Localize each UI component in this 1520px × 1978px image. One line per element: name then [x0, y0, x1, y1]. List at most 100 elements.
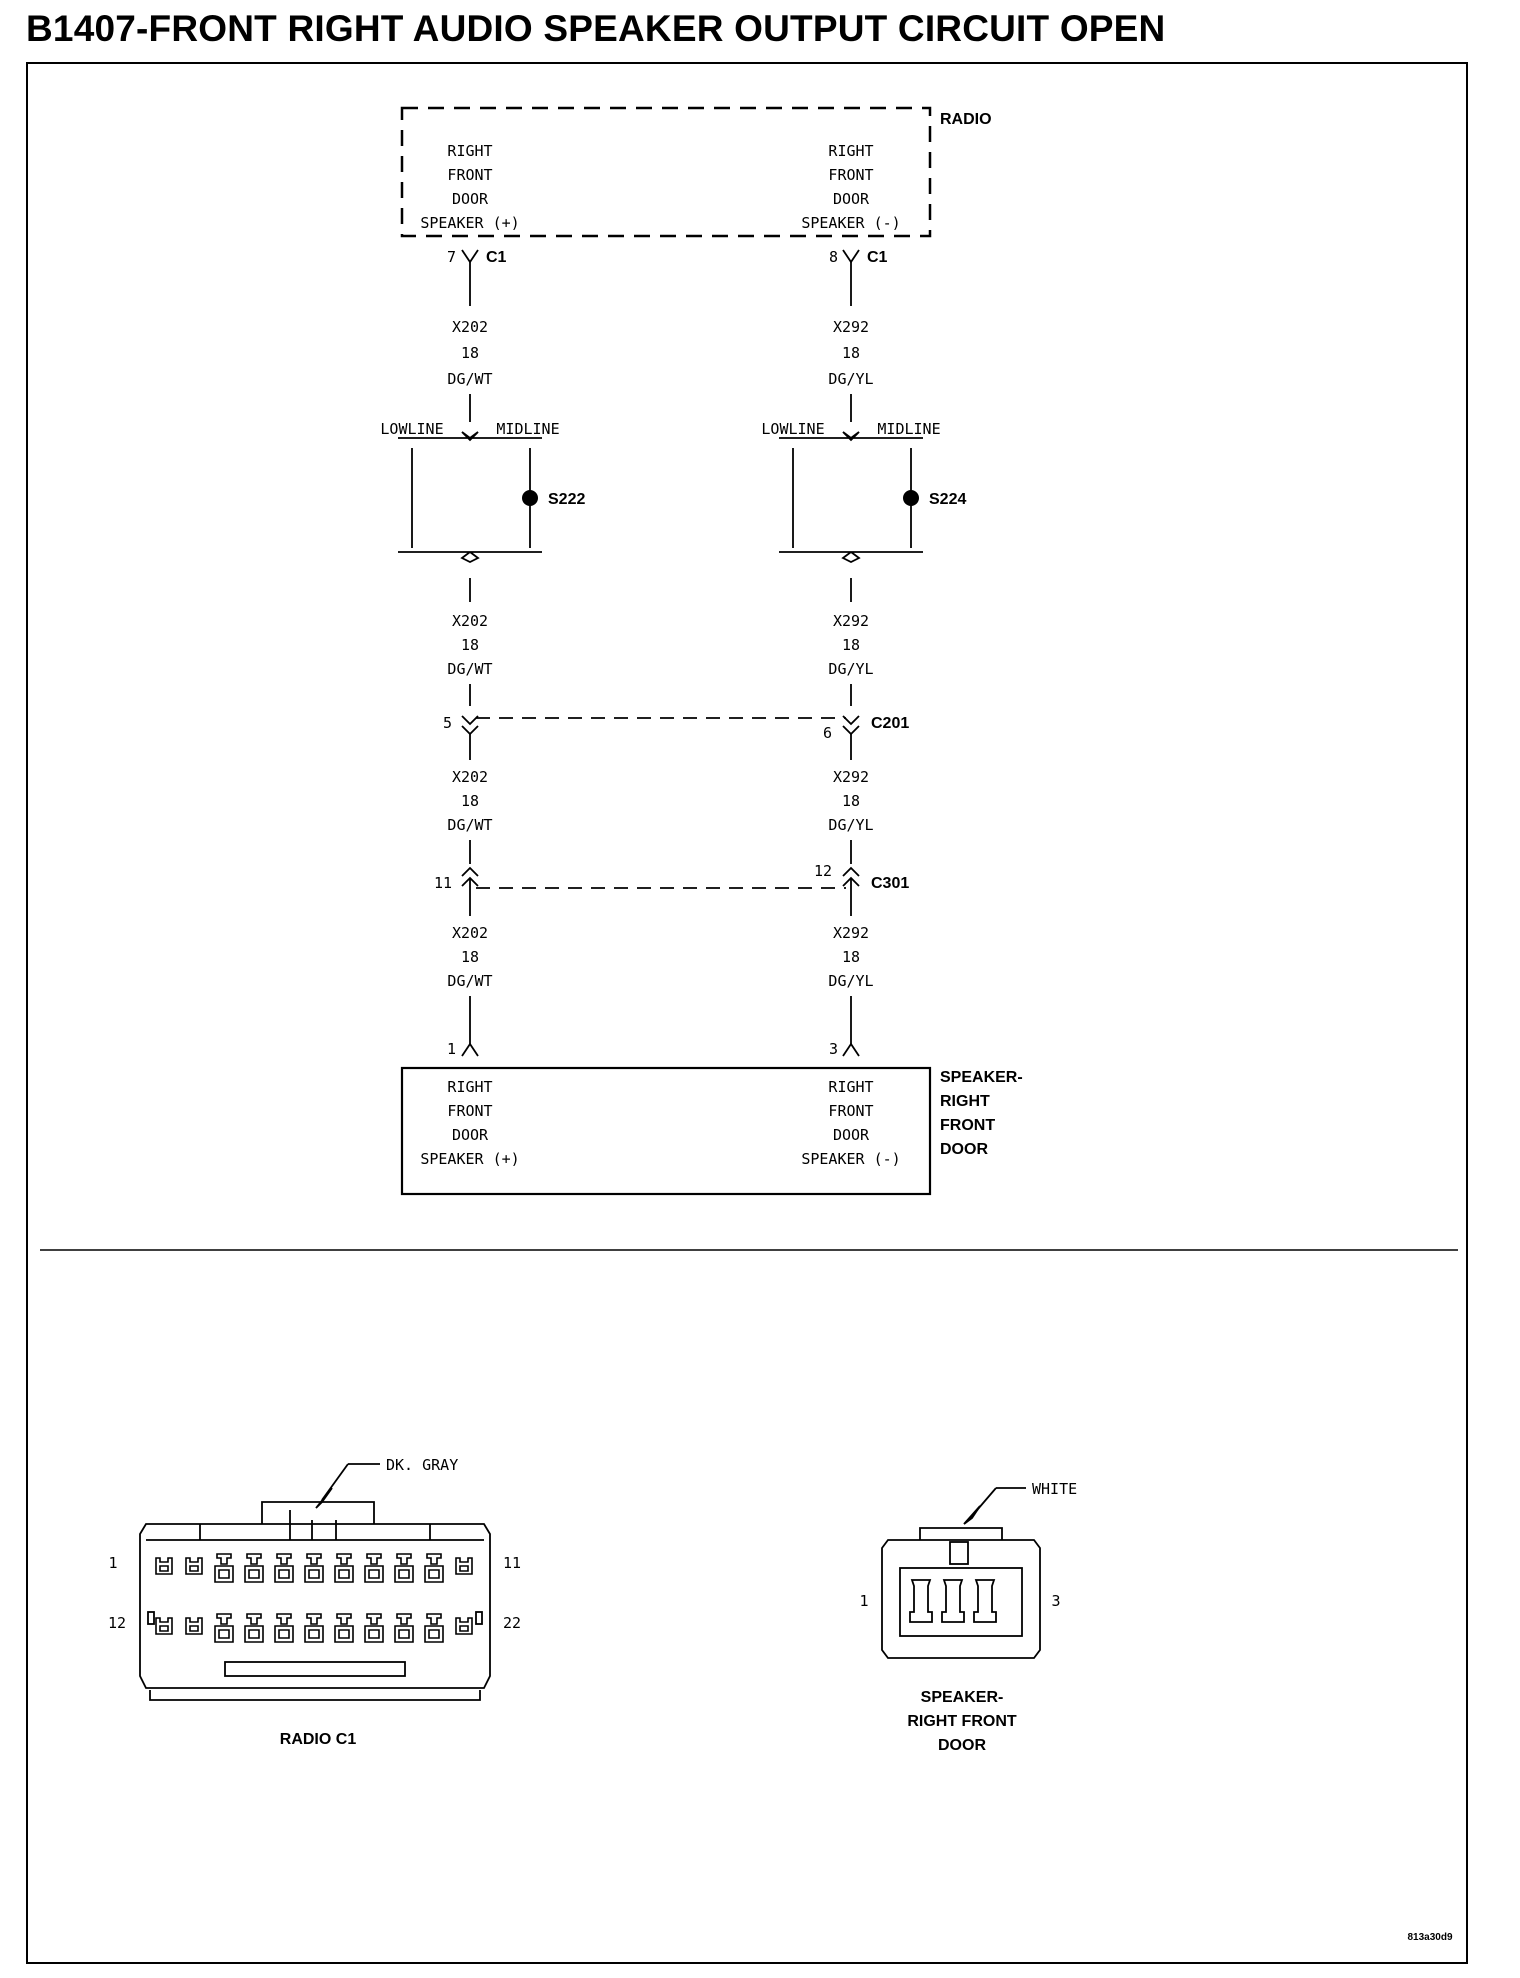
speaker-right-label-4: SPEAKER (-)	[801, 1150, 900, 1168]
speaker-left-label-2: FRONT	[447, 1102, 492, 1120]
speaker-right-label-2: FRONT	[828, 1102, 873, 1120]
splice-dot-s222	[522, 490, 538, 506]
diagram-frame	[26, 62, 1468, 1964]
radio-c1-cavity-11	[455, 1557, 473, 1575]
radio-c1-cavity-9	[394, 1553, 414, 1583]
right-c301-pin: 12	[814, 862, 832, 880]
radio-left-label-1: RIGHT	[447, 142, 492, 160]
right-speaker-pin: 3	[829, 1040, 838, 1058]
left-c1-connector: C1	[486, 249, 507, 266]
radio-c1-cavity-22	[455, 1617, 473, 1635]
left-wire-2-circuit: X202	[452, 612, 488, 630]
speaker-connector-view	[881, 1487, 1041, 1659]
radio-c1-cavity-6	[304, 1553, 324, 1583]
right-lowline-label: LOWLINE	[761, 420, 824, 438]
speaker-right-label-1: RIGHT	[828, 1078, 873, 1096]
left-wire-4-gauge: 18	[461, 948, 479, 966]
radio-right-label-1: RIGHT	[828, 142, 873, 160]
radio-c1-cavity-5	[274, 1553, 294, 1583]
radio-right-label-2: FRONT	[828, 166, 873, 184]
radio-c1-cavity-15	[244, 1613, 264, 1643]
right-midline-label: MIDLINE	[877, 420, 940, 438]
splice-label-s222: S222	[548, 491, 585, 508]
right-wire-1-circuit: X292	[833, 318, 869, 336]
radio-c1-cavity-8	[364, 1553, 384, 1583]
left-c201-pin: 5	[443, 714, 452, 732]
radio-left-label-4: SPEAKER (+)	[420, 214, 519, 232]
speaker-conn-caption-1: SPEAKER-	[921, 1689, 1004, 1706]
page-title: B1407-FRONT RIGHT AUDIO SPEAKER OUTPUT C…	[26, 8, 1166, 49]
radio-c1-pin-1: 1	[108, 1554, 117, 1572]
left-lowline-label: LOWLINE	[380, 420, 443, 438]
right-c201-pin: 6	[823, 724, 832, 742]
right-wire-1-color: DG/YL	[828, 370, 873, 388]
radio-right-label-4: SPEAKER (-)	[801, 214, 900, 232]
speaker-left-label-1: RIGHT	[447, 1078, 492, 1096]
right-wire-3-color: DG/YL	[828, 816, 873, 834]
left-c301-pin: 11	[434, 874, 452, 892]
left-wire-2-color: DG/WT	[447, 660, 492, 678]
radio-c1-pin-11: 11	[503, 1554, 521, 1572]
radio-right-label-3: DOOR	[833, 190, 870, 208]
left-c1-pin: 7	[447, 248, 456, 266]
radio-c1-cavity-10	[424, 1553, 444, 1583]
radio-c1-cavity-18	[334, 1613, 354, 1643]
radio-c1-cavity-7	[334, 1553, 354, 1583]
right-wire-4-color: DG/YL	[828, 972, 873, 990]
radio-c1-caption: RADIO C1	[280, 1731, 357, 1748]
left-wire-1-circuit: X202	[452, 318, 488, 336]
right-c1-connector: C1	[867, 249, 888, 266]
right-wire-3-circuit: X292	[833, 768, 869, 786]
radio-c1-connector-view	[139, 1463, 491, 1701]
radio-box	[400, 106, 932, 238]
radio-c1-color-label: DK. GRAY	[386, 1456, 458, 1474]
radio-c1-cavity-21	[424, 1613, 444, 1643]
speaker-conn-pin-1: 1	[859, 1592, 868, 1610]
right-c1-pin: 8	[829, 248, 838, 266]
radio-c1-cavities	[155, 1553, 473, 1643]
speaker-conn-color-label: WHITE	[1032, 1480, 1077, 1498]
right-circuit	[779, 249, 923, 1057]
speaker-right-label-3: DOOR	[833, 1126, 870, 1144]
left-wire-1-gauge: 18	[461, 344, 479, 362]
radio-c1-cavity-16	[274, 1613, 294, 1643]
radio-c1-cavity-17	[304, 1613, 324, 1643]
speaker-left-label-3: DOOR	[452, 1126, 489, 1144]
radio-c1-cavity-13	[185, 1617, 203, 1635]
radio-c1-pin-22: 22	[503, 1614, 521, 1632]
left-wire-4-color: DG/WT	[447, 972, 492, 990]
right-wire-4-circuit: X292	[833, 924, 869, 942]
left-wire-3-circuit: X202	[452, 768, 488, 786]
speaker-name-4: DOOR	[940, 1141, 988, 1158]
speaker-name-3: FRONT	[940, 1117, 995, 1134]
right-wire-3-gauge: 18	[842, 792, 860, 810]
radio-left-label-3: DOOR	[452, 190, 489, 208]
splice-dot-s224	[903, 490, 919, 506]
right-wire-2-circuit: X292	[833, 612, 869, 630]
left-wire-2-gauge: 18	[461, 636, 479, 654]
radio-left-label-2: FRONT	[447, 166, 492, 184]
radio-c1-cavity-4	[244, 1553, 264, 1583]
right-wire-2-gauge: 18	[842, 636, 860, 654]
radio-c1-pin-12: 12	[108, 1614, 126, 1632]
figure-code: 813a30d9	[1407, 1932, 1452, 1943]
speaker-left-label-4: SPEAKER (+)	[420, 1150, 519, 1168]
left-wire-3-color: DG/WT	[447, 816, 492, 834]
right-wire-2-color: DG/YL	[828, 660, 873, 678]
splice-label-s224: S224	[929, 491, 966, 508]
radio-c1-cavity-19	[364, 1613, 384, 1643]
left-wire-4-circuit: X202	[452, 924, 488, 942]
left-wire-1-color: DG/WT	[447, 370, 492, 388]
left-speaker-pin: 1	[447, 1040, 456, 1058]
radio-c1-cavity-14	[214, 1613, 234, 1643]
speaker-name-1: SPEAKER-	[940, 1069, 1023, 1086]
right-wire-4-gauge: 18	[842, 948, 860, 966]
speaker-box	[400, 1066, 932, 1196]
speaker-conn-pin-3: 3	[1051, 1592, 1060, 1610]
right-wire-1-gauge: 18	[842, 344, 860, 362]
radio-c1-cavity-2	[185, 1557, 203, 1575]
radio-name: RADIO	[940, 111, 992, 128]
speaker-conn-caption-3: DOOR	[938, 1737, 986, 1754]
c301-label: C301	[871, 875, 909, 892]
